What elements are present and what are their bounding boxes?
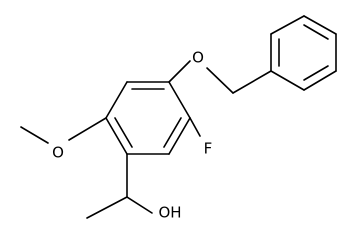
phenyl-ring: [270, 15, 337, 91]
ring-bond-6: [105, 81, 128, 119]
hydroxyethyl-group: OH: [86, 153, 182, 222]
phenyl-bond-5-inner: [303, 65, 329, 81]
fluorine-label: F: [204, 140, 213, 158]
phenyl-bond-3: [303, 15, 337, 35]
substituted-benzene-ring: [105, 81, 191, 155]
aryl-o-methoxy-bond: [68, 117, 107, 141]
benzyloxy-group: O: [168, 49, 272, 94]
c-f-bond: [189, 117, 201, 137]
o-ch2-bond: [206, 67, 234, 94]
ring-bond-2: [168, 81, 191, 119]
ch2-phenyl-bond: [232, 70, 272, 94]
ring-bond-5: [105, 117, 128, 155]
o-methyl-bond: [20, 126, 49, 144]
ring-bond-3: [168, 117, 191, 155]
ch-methyl-bond: [86, 196, 128, 219]
ring-bond-5-inner: [114, 117, 133, 148]
phenyl-bond-3-inner: [303, 24, 329, 40]
phenyl-bond-2: [270, 15, 305, 35]
hydroxyl-label: OH: [158, 204, 181, 222]
oxygen-methoxy-label: O: [52, 144, 64, 162]
ch-oh-bond: [126, 196, 153, 214]
ring-bond-3-inner: [163, 117, 182, 148]
methoxy-group: O: [20, 117, 107, 162]
fluoro-group: F: [189, 117, 213, 158]
oxygen-benzyloxy-label: O: [192, 49, 204, 67]
phenyl-bond-5: [303, 70, 337, 91]
phenyl-bond-6: [270, 70, 305, 91]
aryl-o-bond: [168, 60, 191, 83]
